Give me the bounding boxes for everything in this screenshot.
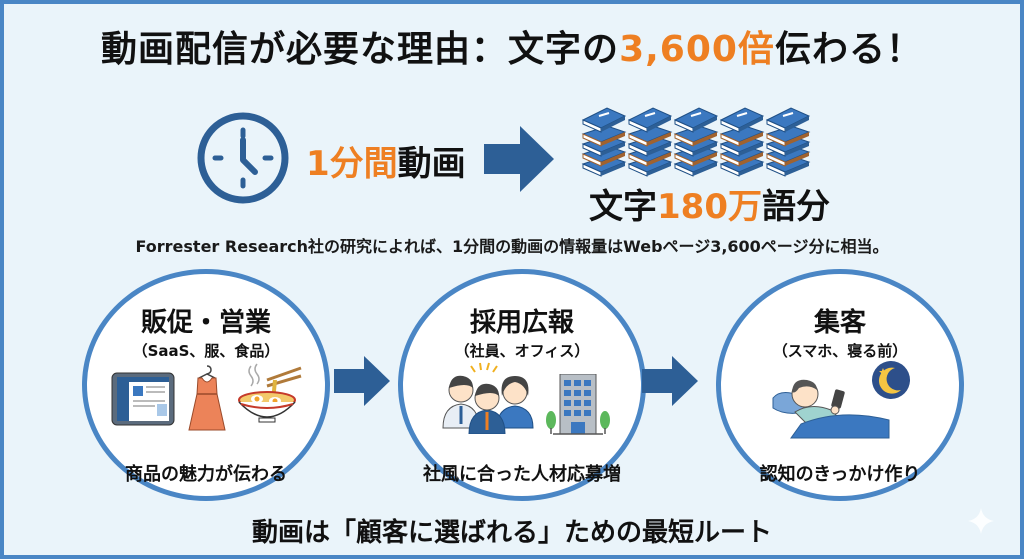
- use-case-subtitle: （スマホ、寝る前）: [772, 342, 908, 360]
- footer-tagline: 動画は「顧客に選ばれる」ための最短ルート: [251, 518, 772, 548]
- use-case-title: 集客: [813, 308, 866, 338]
- title-prefix: 動画配信が必要な理由：文字の: [101, 29, 620, 70]
- use-case-benefit: 社風に合った人材応募増: [423, 464, 621, 485]
- chars-prefix: 文字: [589, 187, 657, 227]
- use-case-customer-acquisition: 集客 （スマホ、寝る前） 認知のきっかけ作り: [716, 269, 964, 501]
- ramen-icon: [237, 362, 303, 426]
- use-case-subtitle: （社員、オフィス）: [454, 342, 590, 360]
- use-case-title: 販促・営業: [140, 308, 271, 338]
- use-case-title: 採用広報: [469, 308, 574, 338]
- chars-highlight: 180万: [657, 187, 762, 227]
- chars-suffix: 語分: [761, 187, 830, 227]
- use-case-benefit: 認知のきっかけ作り: [759, 464, 921, 485]
- dress-icon: [185, 364, 229, 432]
- right-arrow-icon: [484, 126, 556, 192]
- source-note: Forrester Research社の研究によれば、1分間の動画の情報量はWe…: [135, 237, 889, 256]
- one-minute-video-label: 1分間動画: [306, 136, 466, 185]
- one-minute-highlight: 1分間: [306, 144, 398, 184]
- right-arrow-icon: [334, 356, 392, 406]
- video-text: 動画: [397, 144, 466, 184]
- use-case-recruiting: 採用広報 （社員、オフィス）: [398, 269, 646, 501]
- use-case-benefit: 商品の魅力が伝わる: [125, 464, 287, 485]
- sparkle-icon: [966, 506, 996, 536]
- clock-icon: [195, 110, 291, 206]
- book-stacks-icon: [579, 102, 829, 178]
- character-count-label: 文字180万語分: [589, 179, 830, 228]
- person-in-bed-with-phone-icon: [771, 368, 891, 440]
- office-building-icon: [543, 374, 613, 436]
- use-case-sales: 販促・営業 （SaaS、服、食品）: [82, 269, 330, 501]
- moon-icon: [871, 360, 911, 400]
- use-case-subtitle: （SaaS、服、食品）: [132, 342, 280, 360]
- page-title: 動画配信が必要な理由：文字の3,600倍伝わる！: [4, 20, 1020, 72]
- employees-icon: [441, 362, 537, 434]
- right-arrow-icon: [642, 356, 700, 406]
- tablet-icon: [111, 372, 175, 426]
- title-suffix: 伝わる！: [774, 29, 923, 70]
- infographic-canvas: 動画配信が必要な理由：文字の3,600倍伝わる！ 1分間動画: [4, 4, 1020, 555]
- title-highlight: 3,600倍: [619, 29, 775, 70]
